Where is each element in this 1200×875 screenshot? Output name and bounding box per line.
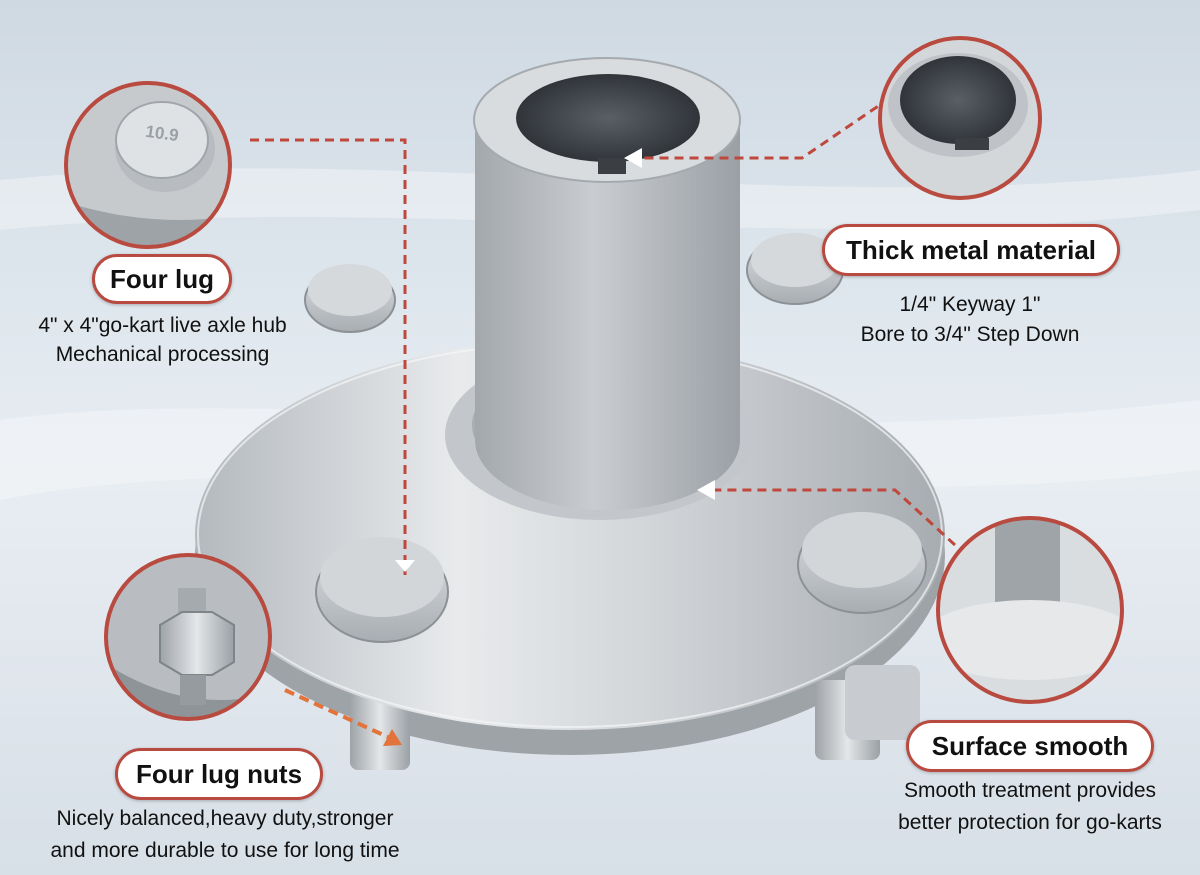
zoom-circle-surface bbox=[938, 518, 1122, 702]
lug-nuts-title: Four lug nuts bbox=[115, 748, 323, 800]
four-lug-line-2: Mechanical processing bbox=[55, 343, 270, 366]
thick-metal-line-2: Bore to 3/4" Step Down bbox=[860, 323, 1080, 346]
four-lug-title: Four lug bbox=[92, 254, 232, 304]
hub-bore bbox=[516, 74, 700, 162]
thick-metal-line-1: 1/4" Keyway 1" bbox=[899, 293, 1041, 316]
hub-tube bbox=[475, 120, 740, 511]
surface-smooth-line-1: Smooth treatment provides bbox=[903, 779, 1157, 802]
lug-stud-top-right bbox=[746, 233, 844, 305]
leader-lug-nuts bbox=[284, 688, 391, 740]
lug-stud-top-left bbox=[304, 264, 396, 333]
keyway-slot bbox=[598, 158, 626, 174]
lug-stud-bottom-right bbox=[797, 512, 927, 614]
zoom-circle-bore bbox=[880, 38, 1040, 198]
callout-arrow-icon bbox=[697, 480, 715, 500]
lug-nuts-line-1: Nicely balanced,heavy duty,stronger bbox=[56, 807, 394, 830]
surface-smooth-line-2: better protection for go-karts bbox=[898, 811, 1162, 834]
lug-nuts-line-2: and more durable to use for long time bbox=[50, 839, 400, 862]
zoom-circle-lug bbox=[66, 83, 230, 247]
leader-surface-smooth bbox=[712, 488, 957, 547]
bottom-nut-right bbox=[845, 665, 920, 740]
callout-arrow-icon bbox=[383, 729, 402, 746]
callout-arrow-icon bbox=[624, 148, 642, 168]
lug-stud-bottom-left bbox=[315, 537, 449, 643]
four-lug-line-1: 4" x 4"go-kart live axle hub bbox=[38, 314, 287, 337]
thick-metal-title: Thick metal material bbox=[822, 224, 1120, 276]
bottom-stud-left bbox=[350, 690, 410, 770]
leader-four-lug bbox=[250, 138, 407, 575]
leader-thick-metal bbox=[638, 96, 891, 160]
callout-arrow-icon bbox=[395, 560, 415, 572]
surface-smooth-title: Surface smooth bbox=[906, 720, 1154, 772]
